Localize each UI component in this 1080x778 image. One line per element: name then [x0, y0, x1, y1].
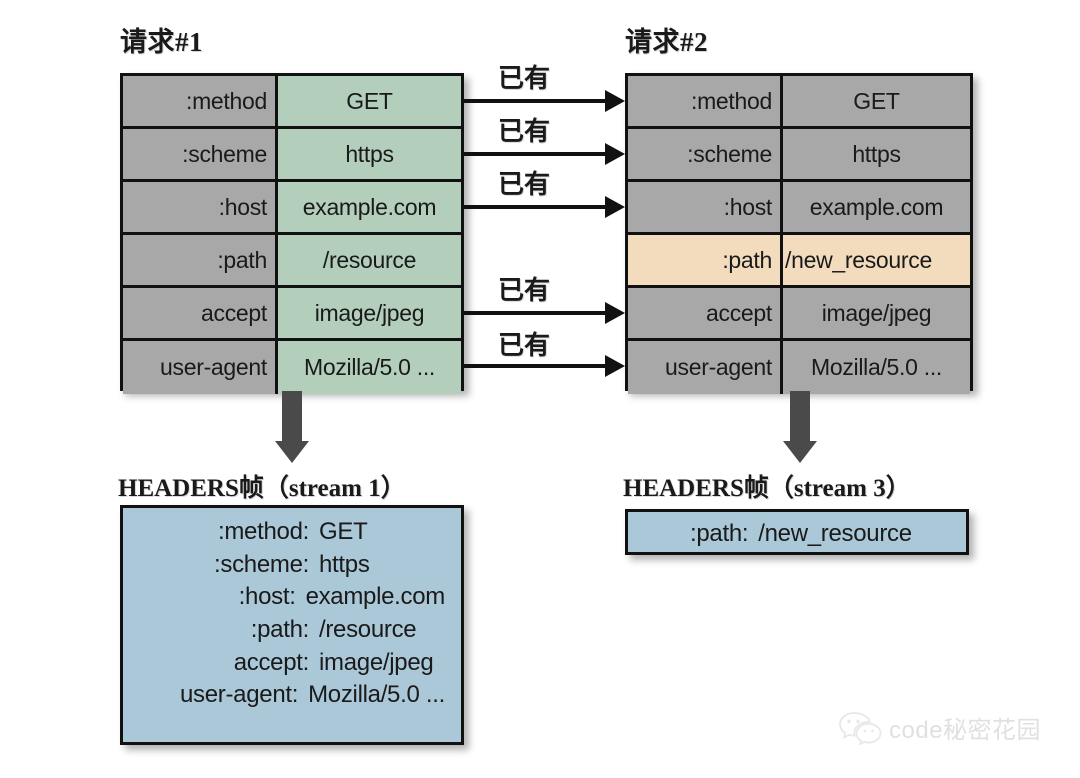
arrow-head-icon — [605, 196, 625, 218]
frame-line: :path: /new_resource — [642, 518, 952, 551]
frame-line-key: :method: — [218, 518, 309, 545]
table-row-highlighted: :path /new_resource — [628, 235, 970, 288]
arrow-label-accept: 已有 — [498, 276, 551, 305]
table-row: :method GET — [628, 76, 970, 129]
watermark-text: code秘密花园 — [889, 717, 1042, 744]
frame-line: :host: example.com — [139, 581, 446, 614]
header-value-cell: /new_resource — [783, 235, 970, 285]
table-row: :method GET — [123, 76, 461, 129]
arrow-head-icon — [783, 441, 817, 463]
arrow-head-icon — [275, 441, 309, 463]
arrow-head-icon — [605, 355, 625, 377]
header-value-cell: GET — [278, 76, 461, 126]
arrow-shaft — [464, 152, 605, 156]
table-row: accept image/jpeg — [628, 288, 970, 341]
frame1-caption: HEADERS帧（stream 1） — [118, 475, 406, 502]
frame-line: accept: image/jpeg — [139, 647, 445, 680]
watermark: code秘密花园 — [838, 710, 1041, 745]
request1-header-table: :method GET :scheme https :host example.… — [120, 73, 464, 394]
header-name-cell: :method — [123, 76, 278, 126]
arrow-shaft — [464, 205, 605, 209]
frame-line: :scheme: https — [139, 549, 445, 582]
table-row: :path /resource — [123, 235, 461, 288]
header-value-cell: example.com — [783, 182, 970, 232]
header-value-cell: Mozilla/5.0 ... — [783, 341, 970, 394]
table-row: user-agent Mozilla/5.0 ... — [628, 341, 970, 394]
table-row: :host example.com — [123, 182, 461, 235]
down-arrow-request1-icon — [275, 391, 309, 463]
request2-title: 请求#2 — [625, 27, 708, 57]
headers-frame-stream3: :path: /new_resource — [625, 509, 969, 555]
frame-line-value: https — [319, 550, 370, 578]
down-arrow-request2-icon — [783, 391, 817, 463]
table-row: accept image/jpeg — [123, 288, 461, 341]
frame-line-value: GET — [319, 518, 368, 545]
table-row: :scheme https — [123, 129, 461, 182]
arrow-shaft — [464, 364, 605, 368]
table-row: :host example.com — [628, 182, 970, 235]
header-value-cell: example.com — [278, 182, 461, 232]
frame-line-value: image/jpeg — [319, 648, 434, 676]
arrow-head-icon — [605, 90, 625, 112]
header-name-cell: accept — [628, 288, 783, 338]
header-name-cell: :path — [628, 235, 783, 285]
header-value-cell: https — [278, 129, 461, 179]
header-name-cell: :host — [628, 182, 783, 232]
header-value-cell: image/jpeg — [783, 288, 970, 338]
frame-line-value: Mozilla/5.0 ... — [308, 681, 445, 709]
header-name-cell: :host — [123, 182, 278, 232]
arrow-label-user-agent: 已有 — [498, 331, 551, 360]
header-name-cell: accept — [123, 288, 278, 338]
arrow-label-method: 已有 — [498, 64, 551, 93]
arrow-label-scheme: 已有 — [498, 117, 551, 146]
arrow-shaft — [464, 99, 605, 103]
table-row: user-agent Mozilla/5.0 ... — [123, 341, 461, 394]
header-value-cell: Mozilla/5.0 ... — [278, 341, 461, 394]
request2-header-table: :method GET :scheme https :host example.… — [625, 73, 973, 394]
header-value-cell: /resource — [278, 235, 461, 285]
header-name-cell: :scheme — [123, 129, 278, 179]
header-name-cell: user-agent — [628, 341, 783, 394]
arrow-shaft — [790, 391, 810, 443]
request1-title: 请求#1 — [120, 27, 203, 57]
header-name-cell: :scheme — [628, 129, 783, 179]
frame-line-key: user-agent: — [180, 681, 299, 709]
header-value-cell: GET — [783, 76, 970, 126]
arrow-head-icon — [605, 302, 625, 324]
arrow-head-icon — [605, 143, 625, 165]
arrow-shaft — [464, 311, 605, 315]
frame-line-key: accept: — [233, 648, 310, 676]
frame-line-value: /new_resource — [758, 520, 912, 547]
arrow-label-host: 已有 — [498, 170, 551, 199]
header-name-cell: :method — [628, 76, 783, 126]
frame-line-key: :host: — [238, 583, 296, 611]
arrow-shaft — [282, 391, 302, 443]
frame-line-value: /resource — [319, 615, 417, 643]
frame-line-key: :scheme: — [214, 550, 309, 578]
table-row: :scheme https — [628, 129, 970, 182]
frame-line: :method: GET — [139, 516, 445, 549]
frame-line: :path: /resource — [139, 614, 445, 647]
headers-frame-stream1: :method: GET :scheme: https :host: examp… — [120, 505, 464, 745]
wechat-icon — [839, 711, 882, 745]
header-name-cell: user-agent — [123, 341, 278, 394]
frame-line-value: example.com — [305, 583, 446, 611]
header-value-cell: image/jpeg — [278, 288, 461, 338]
frame2-caption: HEADERS帧（stream 3） — [623, 475, 911, 502]
header-value-cell: https — [783, 129, 970, 179]
frame-line: user-agent: Mozilla/5.0 ... — [139, 679, 445, 712]
frame-line-key: :path: — [689, 520, 749, 547]
frame-line-key: :path: — [250, 615, 310, 643]
header-name-cell: :path — [123, 235, 278, 285]
